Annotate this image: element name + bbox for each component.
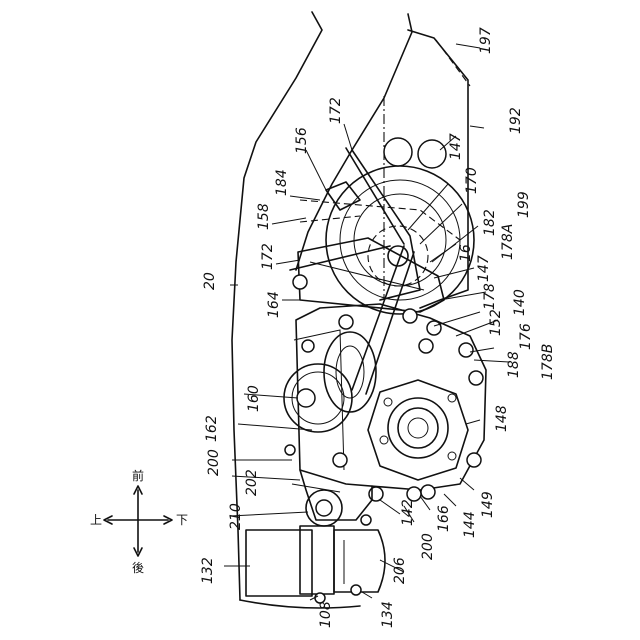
numeral-148: 148 xyxy=(494,405,510,432)
numeral-152: 152 xyxy=(488,309,504,336)
numeral-140: 140 xyxy=(512,289,528,316)
bolts xyxy=(285,309,483,501)
numeral-132: 132 xyxy=(200,557,216,584)
numeral-184: 184 xyxy=(274,169,290,196)
numeral-160: 160 xyxy=(246,385,262,412)
numeral-144: 144 xyxy=(462,511,478,538)
numeral-170: 170 xyxy=(464,167,480,194)
numeral-178A: 178A xyxy=(500,224,516,260)
numeral-178: 178 xyxy=(482,283,498,310)
direction-up-label: 上 xyxy=(90,513,102,527)
numeral-147-upper: 147 xyxy=(448,133,464,160)
numeral-178B: 178B xyxy=(540,344,556,380)
numeral-202: 202 xyxy=(244,469,260,496)
numeral-166: 166 xyxy=(436,505,452,532)
numeral-188: 188 xyxy=(506,351,522,378)
numeral-182: 182 xyxy=(482,209,498,236)
numeral-199: 199 xyxy=(516,191,532,218)
numeral-142: 142 xyxy=(400,499,416,526)
numeral-200-upper: 200 xyxy=(206,449,222,476)
direction-front-label: 前 xyxy=(132,468,144,483)
numeral-20: 20 xyxy=(202,272,218,290)
numeral-149: 149 xyxy=(480,491,496,518)
numeral-200-lower: 200 xyxy=(420,533,436,560)
numeral-162: 162 xyxy=(204,415,220,442)
direction-indicator: 前 後 上 下 xyxy=(90,468,188,575)
direction-rear-label: 後 xyxy=(132,561,144,575)
numeral-16: 16 xyxy=(458,244,474,262)
numeral-134: 134 xyxy=(380,601,396,628)
numeral-192: 192 xyxy=(508,107,524,134)
direction-down-label: 下 xyxy=(176,513,188,527)
numeral-164: 164 xyxy=(266,291,282,318)
lower-bracket xyxy=(292,470,372,526)
numeral-158: 158 xyxy=(256,203,272,230)
numeral-172-upper: 172 xyxy=(328,97,344,124)
wheel-unit xyxy=(246,515,385,603)
numeral-108: 108 xyxy=(318,601,334,628)
main-frame xyxy=(232,12,412,608)
numeral-147-lower: 147 xyxy=(476,255,492,282)
numeral-206: 206 xyxy=(392,557,408,584)
upper-pulley-assembly xyxy=(300,138,474,314)
motor-flange xyxy=(368,380,468,480)
numeral-156: 156 xyxy=(294,127,310,154)
numeral-197: 197 xyxy=(478,27,494,54)
numeral-176: 176 xyxy=(518,323,534,350)
reference-numerals: 20 197 192 147 172 156 184 158 172 164 1… xyxy=(200,27,556,628)
numeral-172-lower: 172 xyxy=(260,243,276,270)
numeral-210: 210 xyxy=(228,503,244,530)
